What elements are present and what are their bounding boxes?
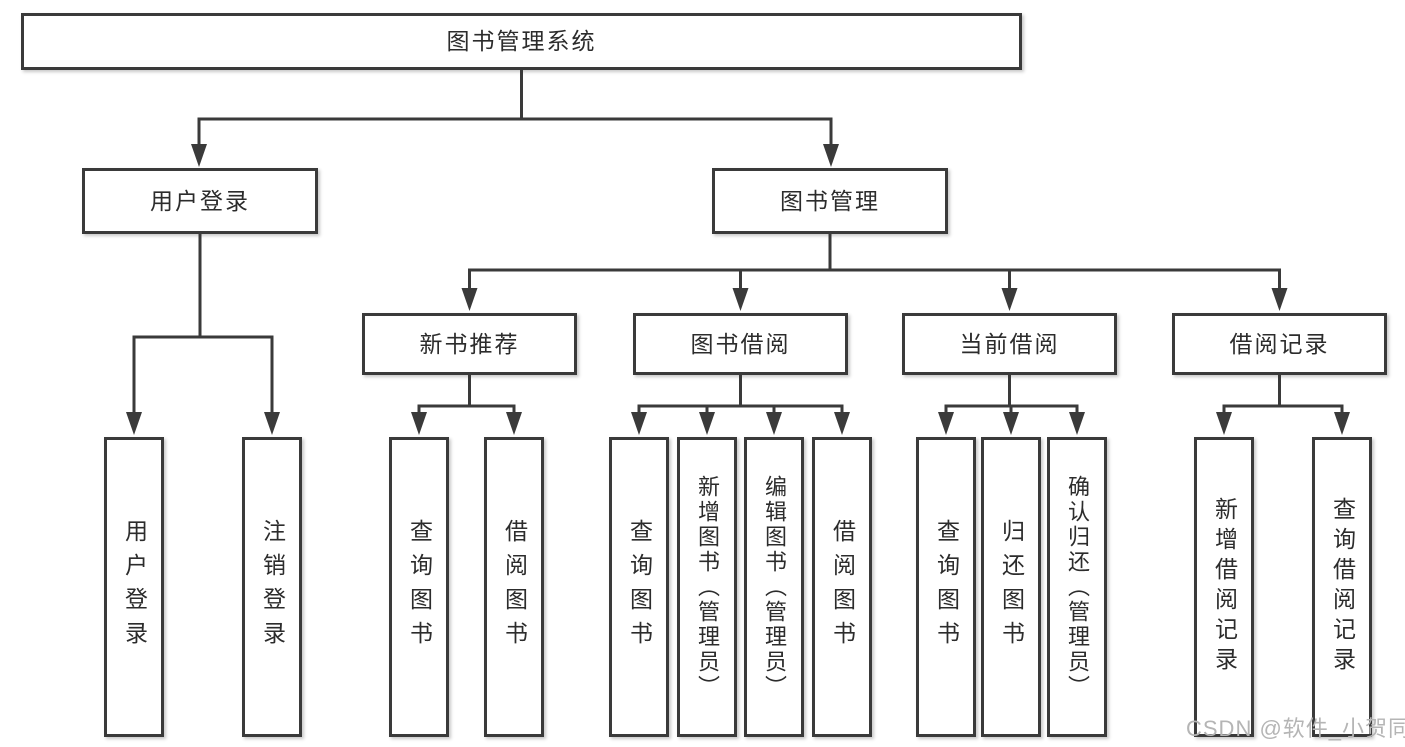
leaf-query-books-current-label: 查询图书 [933, 519, 960, 655]
leaf-logout-label: 注销登录 [259, 519, 286, 655]
node-current-borrowing-label: 当前借阅 [959, 330, 1060, 357]
leaf-query-borrow-record: 查询借阅记录 [1312, 437, 1372, 737]
leaf-borrow-books-label: 借阅图书 [829, 519, 856, 655]
node-new-book-recommend: 新书推荐 [362, 313, 577, 375]
node-borrowing-records-label: 借阅记录 [1229, 330, 1330, 357]
leaf-add-borrow-record: 新增借阅记录 [1194, 437, 1254, 737]
leaf-query-books-recommend: 查询图书 [389, 437, 449, 737]
node-book-borrowing: 图书借阅 [633, 313, 848, 375]
leaf-borrow-books-recommend-label: 借阅图书 [501, 519, 528, 655]
leaf-user-login-label: 用户登录 [121, 519, 148, 655]
node-current-borrowing: 当前借阅 [902, 313, 1117, 375]
node-borrowing-records: 借阅记录 [1172, 313, 1387, 375]
node-root: 图书管理系统 [21, 13, 1022, 70]
node-book-management-label: 图书管理 [780, 187, 880, 214]
leaf-edit-book-admin-label: 编辑图书（管理员） [762, 474, 787, 700]
leaf-return-book: 归还图书 [981, 437, 1041, 737]
node-user-login: 用户登录 [82, 168, 318, 234]
leaf-confirm-return-admin: 确认归还（管理员） [1047, 437, 1107, 737]
leaf-user-login: 用户登录 [104, 437, 164, 737]
leaf-logout: 注销登录 [242, 437, 302, 737]
node-book-management: 图书管理 [712, 168, 948, 234]
leaf-query-books-current: 查询图书 [916, 437, 976, 737]
leaf-borrow-books-recommend: 借阅图书 [484, 437, 544, 737]
node-user-login-label: 用户登录 [150, 187, 250, 214]
node-book-borrowing-label: 图书借阅 [690, 330, 791, 357]
node-new-book-recommend-label: 新书推荐 [419, 330, 520, 357]
leaf-confirm-return-admin-label: 确认归还（管理员） [1065, 474, 1090, 700]
leaf-add-borrow-record-label: 新增借阅记录 [1211, 497, 1238, 677]
leaf-borrow-books: 借阅图书 [812, 437, 872, 737]
leaf-add-book-admin: 新增图书（管理员） [677, 437, 737, 737]
leaf-query-books-borrow-label: 查询图书 [626, 519, 653, 655]
leaf-add-book-admin-label: 新增图书（管理员） [695, 474, 720, 700]
leaf-query-borrow-record-label: 查询借阅记录 [1329, 497, 1356, 677]
watermark: CSDN @软件_小贺同学 [1186, 716, 1405, 741]
leaf-return-book-label: 归还图书 [998, 519, 1025, 655]
leaf-query-books-borrow: 查询图书 [609, 437, 669, 737]
leaf-edit-book-admin: 编辑图书（管理员） [744, 437, 804, 737]
leaf-query-books-recommend-label: 查询图书 [406, 519, 433, 655]
node-root-label: 图书管理系统 [446, 28, 597, 54]
